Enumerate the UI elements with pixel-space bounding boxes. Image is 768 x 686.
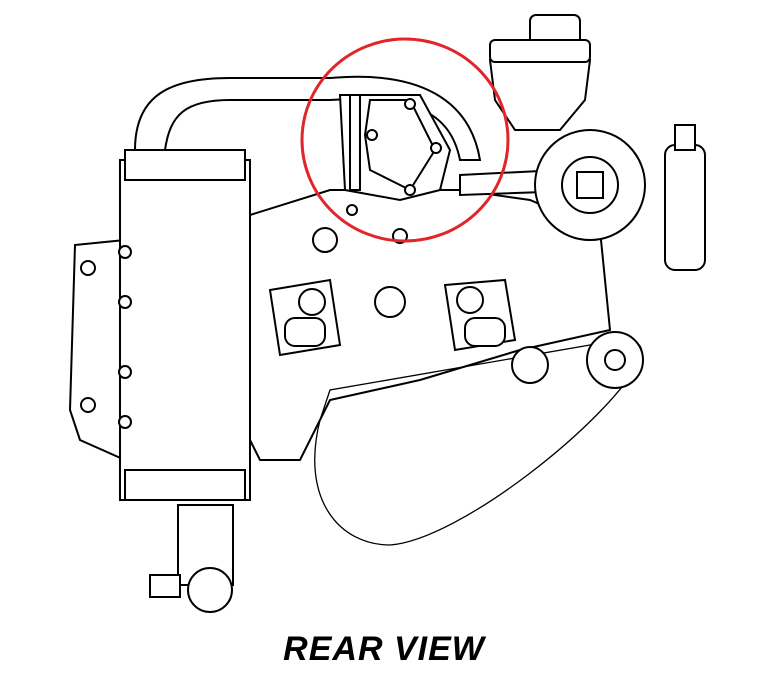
sensor-rod	[349, 94, 361, 191]
hose-fitting-top	[674, 124, 696, 151]
supercharger-body	[119, 159, 251, 501]
supercharger-top	[124, 149, 246, 181]
view-caption: REAR VIEW	[283, 630, 485, 668]
port-flanges	[268, 227, 517, 357]
alternator-center	[576, 171, 604, 199]
supercharger-bottom	[124, 469, 246, 501]
reservoir-neck	[489, 39, 591, 63]
left-manifold	[68, 238, 126, 462]
lower-outlet-valve	[149, 574, 181, 598]
hose-fitting	[664, 144, 706, 271]
idler-pulley-center	[604, 349, 626, 371]
highlight-circle	[300, 37, 510, 243]
lower-outlet-elbow	[187, 567, 233, 613]
tensioner-pulley	[511, 346, 549, 384]
manifold-bolts	[80, 245, 132, 429]
